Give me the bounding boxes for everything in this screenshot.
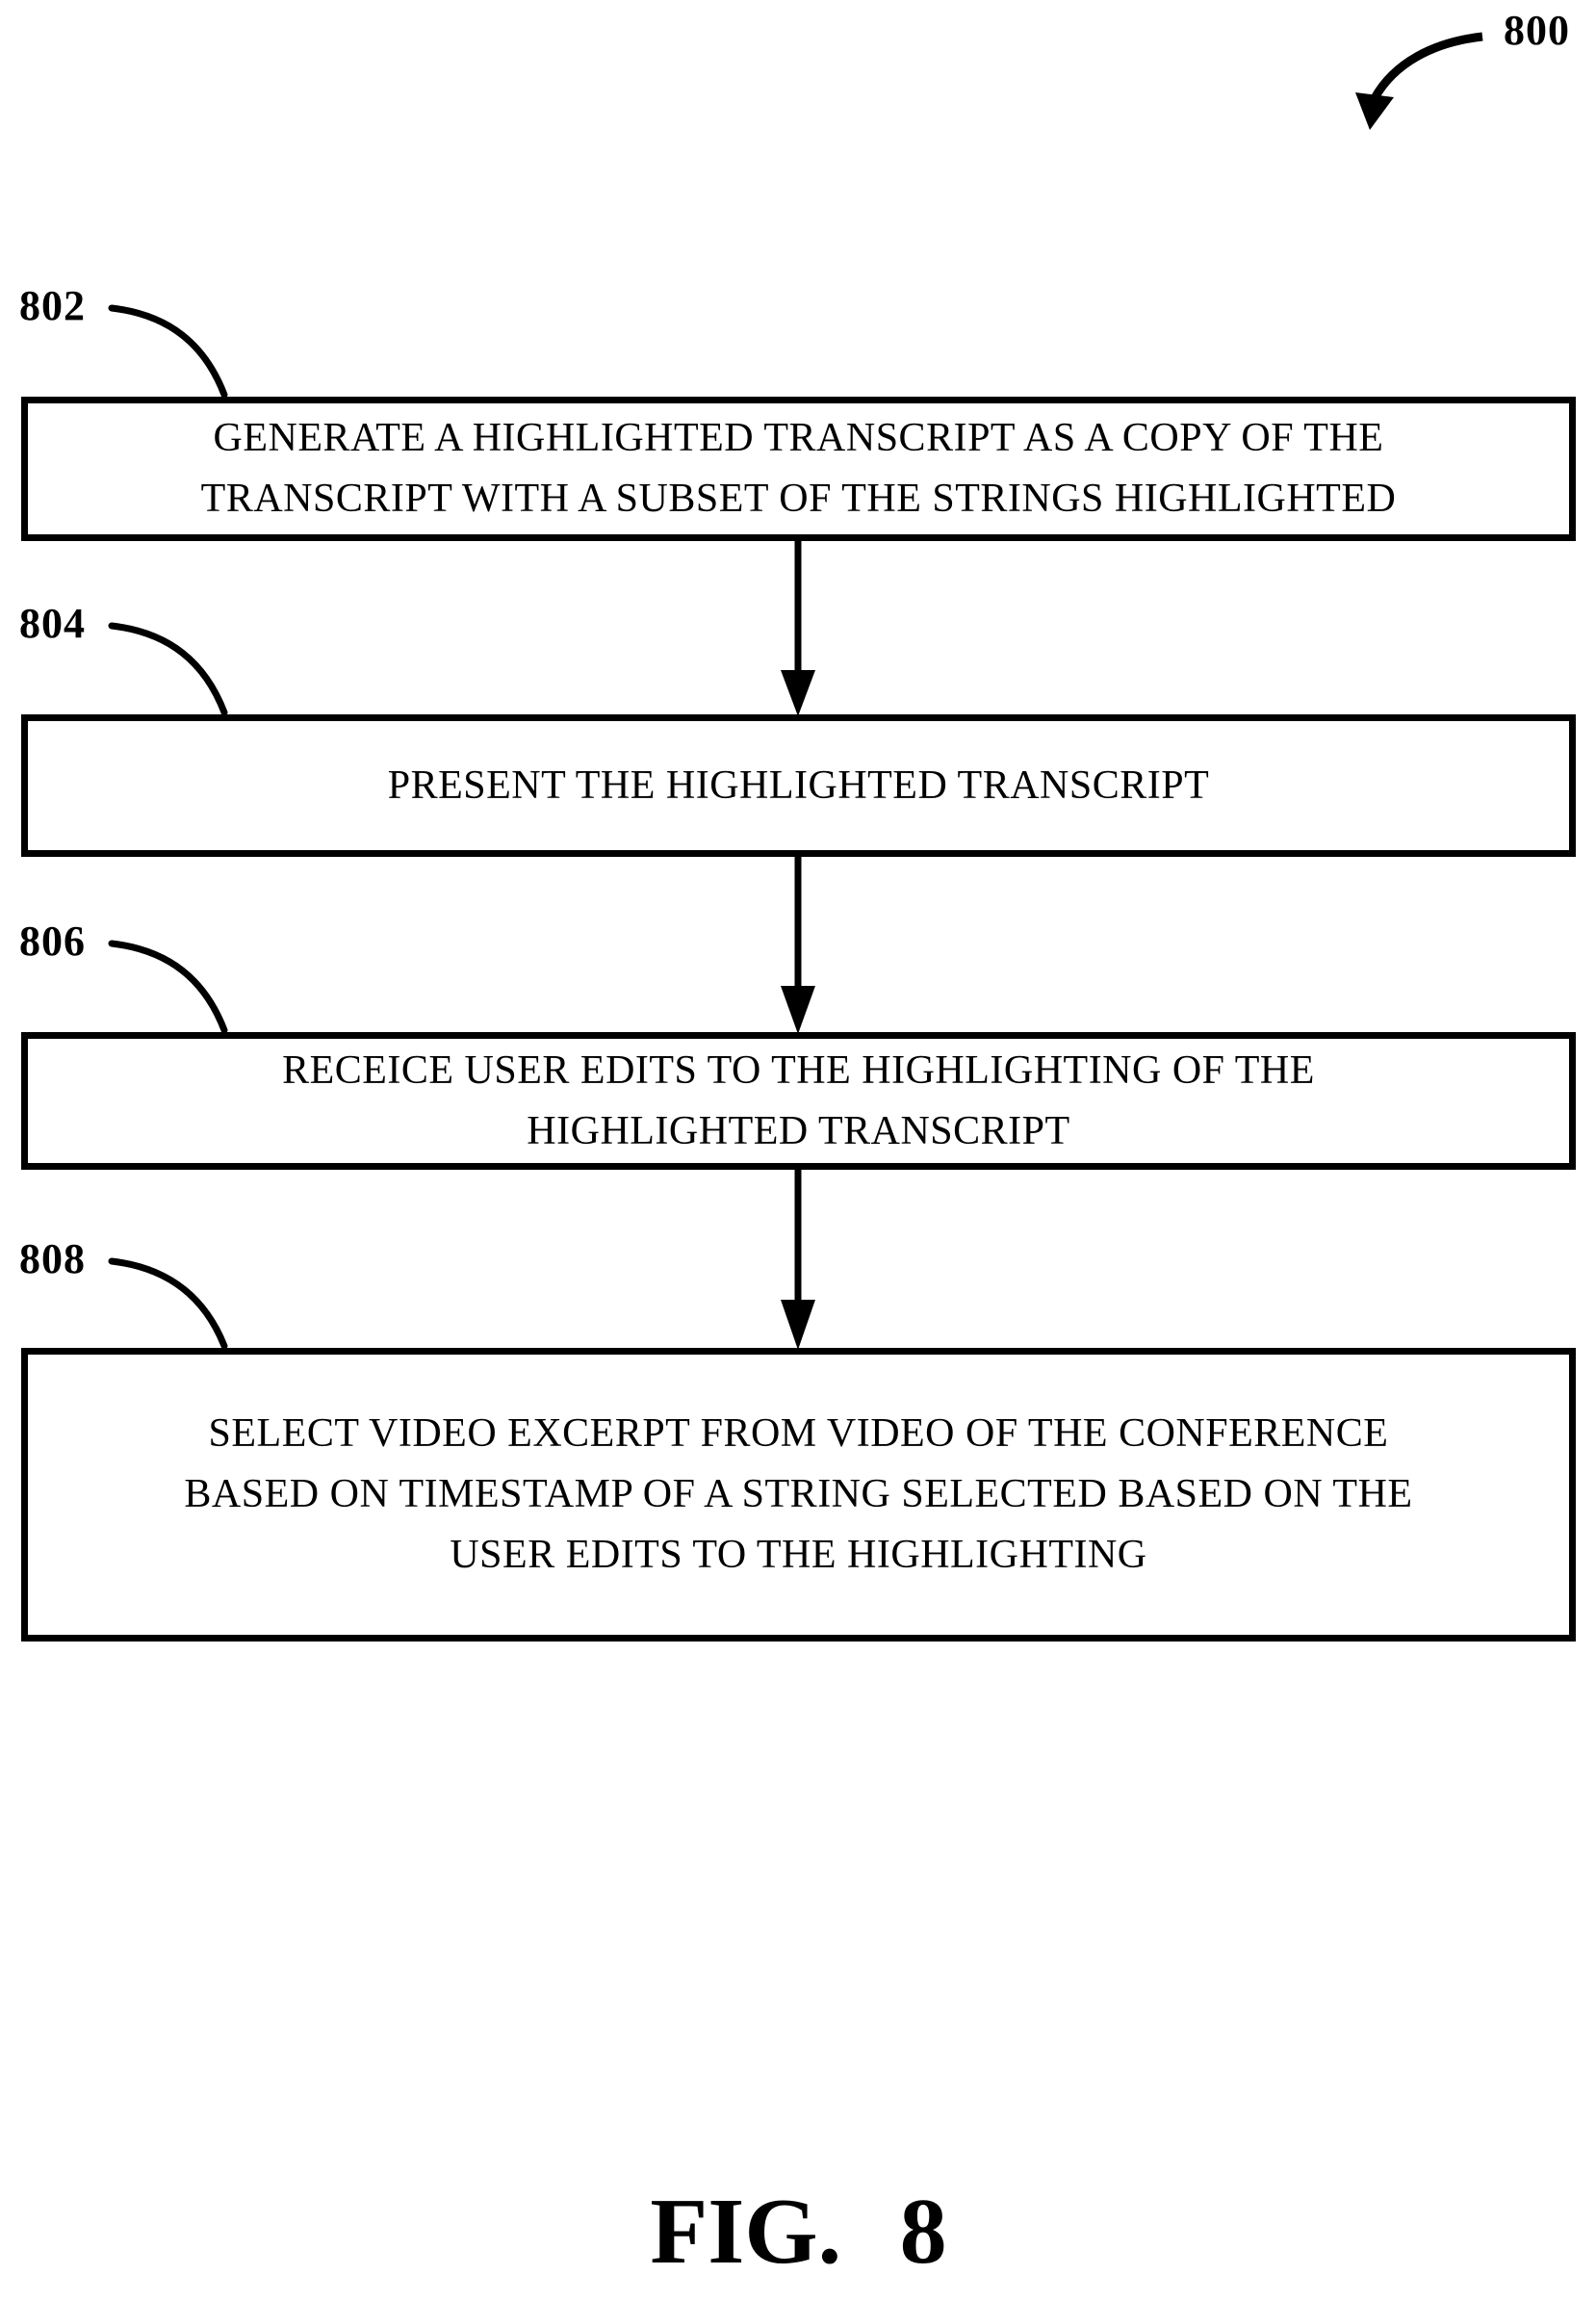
flow-step-text-806: RECEICE USER EDITS TO THE HIGHLIGHTING O… <box>282 1047 1315 1153</box>
leader-curve-806 <box>108 940 228 1034</box>
leader-curve-808 <box>108 1257 228 1350</box>
flow-arrow-2 <box>781 855 815 1034</box>
step-ref-806: 806 <box>19 918 86 965</box>
step-ref-802: 802 <box>19 282 86 329</box>
step-ref-804: 804 <box>19 600 86 647</box>
flow-arrow-3 <box>781 1168 815 1350</box>
figure-ref-arrow <box>1355 32 1483 130</box>
flow-step-text-808: SELECT VIDEO EXCERPT FROM VIDEO OF THE C… <box>184 1411 1413 1577</box>
flow-step-box-808: SELECT VIDEO EXCERPT FROM VIDEO OF THE C… <box>21 1348 1576 1642</box>
leader-curve-804 <box>108 622 228 716</box>
flow-arrow-1 <box>781 539 815 716</box>
flow-step-box-806: RECEICE USER EDITS TO THE HIGHLIGHTING O… <box>21 1032 1576 1170</box>
leader-curve-802 <box>108 304 228 399</box>
flow-step-box-804: PRESENT THE HIGHLIGHTED TRANSCRIPT <box>21 714 1576 857</box>
flow-step-text-804: PRESENT THE HIGHLIGHTED TRANSCRIPT <box>387 763 1210 808</box>
flow-step-text-802: GENERATE A HIGHLIGHTED TRANSCRIPT AS A C… <box>200 416 1397 521</box>
step-ref-808: 808 <box>19 1235 86 1282</box>
figure-caption: FIG. 8 <box>650 2180 947 2284</box>
flow-step-box-802: GENERATE A HIGHLIGHTED TRANSCRIPT AS A C… <box>21 397 1576 541</box>
figure-ref-number: 800 <box>1504 7 1570 54</box>
